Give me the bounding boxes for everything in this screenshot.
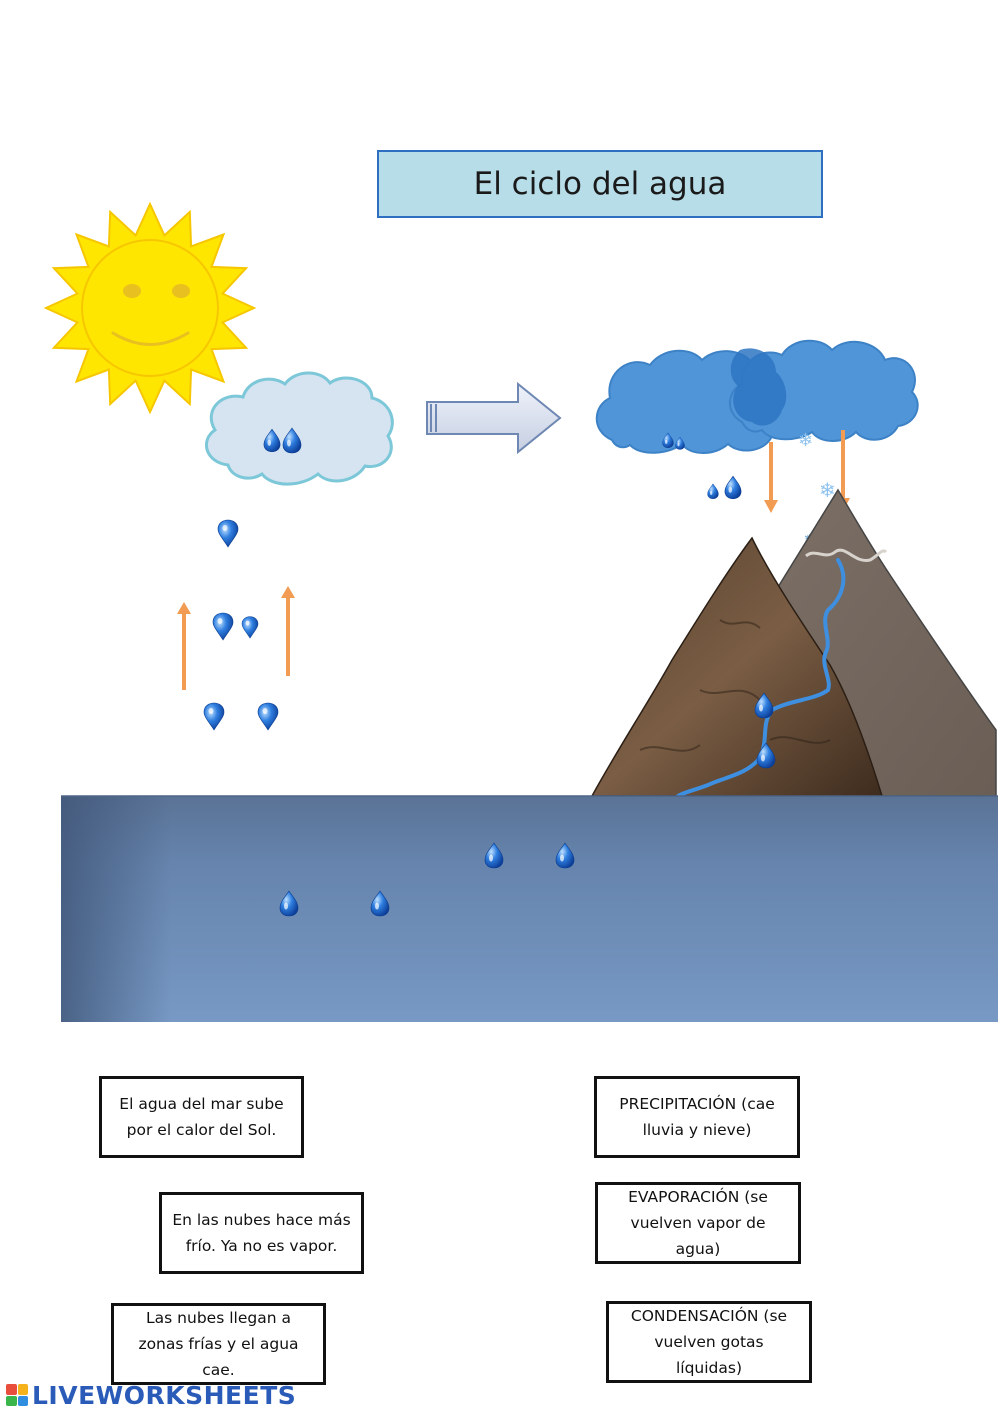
- liveworksheets-logo[interactable]: LIVEWORKSHEETS: [6, 1380, 296, 1410]
- logo-icon: [6, 1384, 28, 1406]
- page-title: El ciclo del agua: [377, 150, 823, 218]
- mountain-icon: [590, 488, 997, 797]
- cloud-icon: [595, 339, 919, 454]
- svg-text:❄: ❄: [819, 478, 836, 502]
- evaporation-arrow-icon: [177, 586, 295, 690]
- cloud-icon: [204, 371, 394, 486]
- drop-target-5[interactable]: EVAPORACIÓN (se vuelven vapor de agua): [595, 1182, 801, 1264]
- drop-target-6[interactable]: CONDENSACIÓN (se vuelven gotas líquidas): [606, 1301, 812, 1383]
- svg-text:❄: ❄: [798, 430, 813, 451]
- drag-card-3[interactable]: Las nubes llegan a zonas frías y el agua…: [111, 1303, 326, 1385]
- sun-icon: [43, 201, 257, 415]
- drag-card-2[interactable]: En las nubes hace más frío. Ya no es vap…: [159, 1192, 364, 1274]
- right-arrow-icon: [426, 381, 562, 455]
- drag-card-1[interactable]: El agua del mar sube por el calor del So…: [99, 1076, 304, 1158]
- water-drop-icon: [203, 519, 279, 731]
- logo-text: LIVEWORKSHEETS: [32, 1380, 297, 1410]
- river-icon: [676, 558, 846, 798]
- drop-target-4[interactable]: PRECIPITACIÓN (cae lluvia y nieve): [594, 1076, 800, 1158]
- sea-icon: [61, 795, 998, 1022]
